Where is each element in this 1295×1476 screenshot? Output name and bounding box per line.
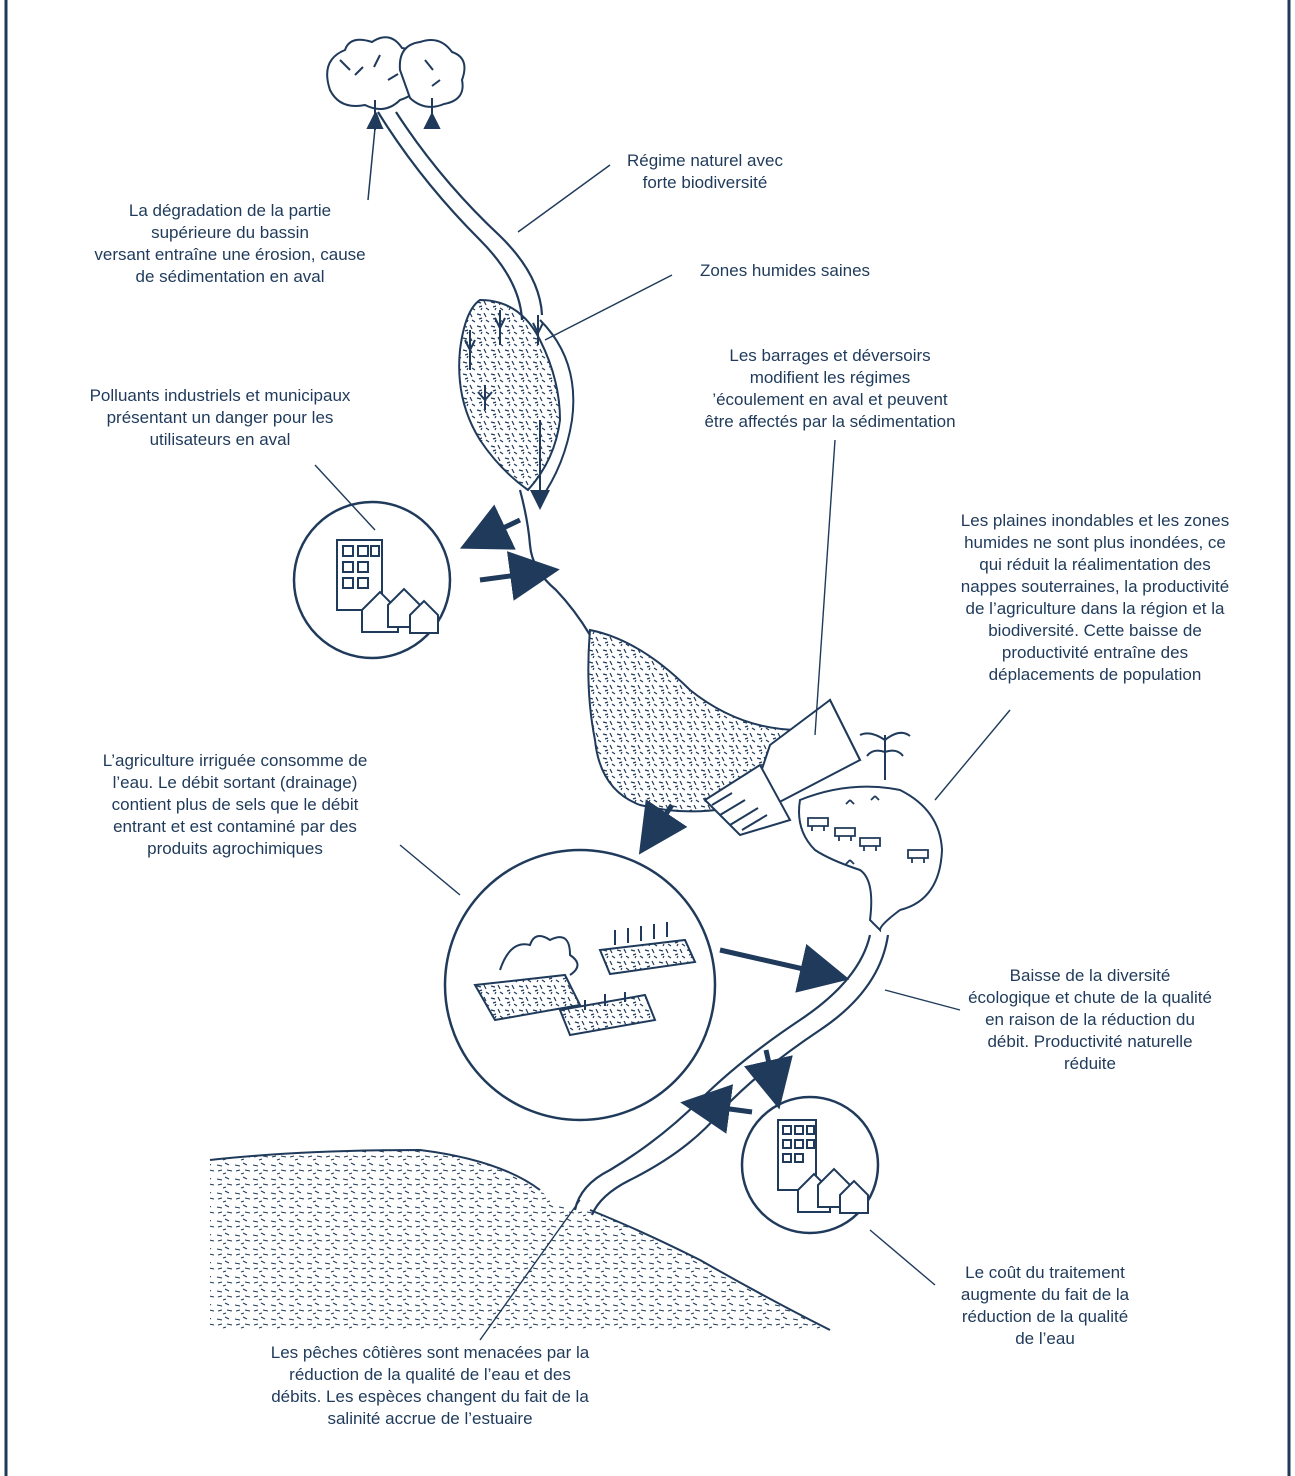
label-dams: Les barrages et déversoirs modifient les… [650,345,1010,433]
label-pollutants: Polluants industriels et municipaux prés… [30,385,410,451]
label-natural-regime: Régime naturel avec forte biodiversité [590,150,820,194]
label-fisheries: Les pêches côtières sont menacées par la… [195,1342,665,1430]
label-treatment-cost: Le coût du traitement augmente du fait d… [920,1262,1170,1350]
label-upper-basin: La dégradation de la partie supérieure d… [40,200,420,288]
palm-tree-icon [860,733,910,780]
label-floodplains: Les plaines inondables et les zones humi… [900,510,1290,686]
label-healthy-wetlands: Zones humides saines [660,260,910,282]
label-ecological: Baisse de la diversité écologique et chu… [930,965,1250,1075]
wetland-patch [459,300,560,490]
label-irrigation: L’agriculture irriguée consomme de l’eau… [30,750,440,860]
forest-icon [327,37,464,130]
